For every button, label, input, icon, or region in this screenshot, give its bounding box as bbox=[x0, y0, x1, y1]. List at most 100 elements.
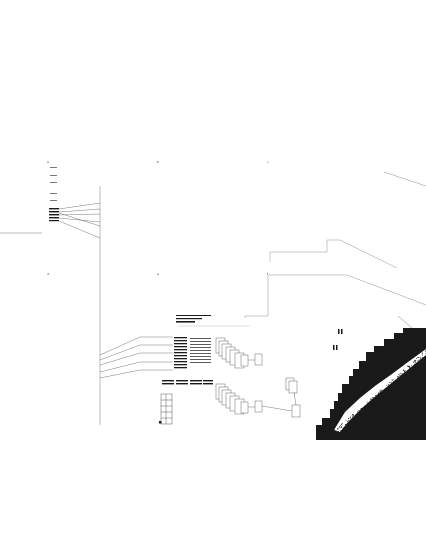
speckle bbox=[346, 426, 348, 427]
speckle bbox=[348, 417, 349, 419]
speckle bbox=[401, 373, 403, 374]
speckle bbox=[341, 424, 343, 426]
panel-marker-a: a bbox=[47, 160, 49, 164]
speckle bbox=[356, 413, 358, 415]
speckle bbox=[399, 374, 401, 376]
speckle bbox=[355, 414, 357, 415]
card-stack-upper bbox=[215, 337, 263, 369]
speckle bbox=[358, 410, 360, 411]
speckle bbox=[377, 398, 378, 400]
speckle bbox=[379, 396, 381, 398]
speckle bbox=[392, 379, 393, 381]
speckle bbox=[413, 365, 415, 366]
speckle bbox=[390, 381, 392, 383]
speckle bbox=[420, 357, 422, 358]
speckle bbox=[414, 359, 416, 361]
speckle bbox=[403, 373, 405, 374]
speckle bbox=[420, 358, 422, 360]
speckle bbox=[338, 431, 340, 433]
speckle bbox=[388, 384, 389, 385]
speckle bbox=[390, 384, 392, 386]
speckle bbox=[368, 402, 369, 404]
speckle bbox=[341, 427, 342, 428]
speckle bbox=[346, 424, 347, 426]
speckle bbox=[378, 392, 379, 394]
speckle bbox=[404, 373, 405, 374]
speckle bbox=[364, 407, 366, 409]
speckle bbox=[409, 367, 410, 369]
speckle bbox=[421, 353, 423, 354]
speckle bbox=[370, 398, 372, 399]
speckle bbox=[392, 385, 393, 387]
speckle bbox=[349, 417, 351, 419]
speckle bbox=[397, 377, 399, 379]
speckle bbox=[351, 415, 353, 417]
panel-marker-e: e bbox=[157, 272, 159, 276]
speckle bbox=[355, 418, 357, 420]
speckle bbox=[335, 435, 337, 437]
speckle bbox=[401, 375, 402, 376]
speckle bbox=[380, 391, 381, 393]
speckle bbox=[418, 362, 419, 363]
speckle bbox=[409, 366, 411, 368]
speckle bbox=[384, 389, 385, 390]
speckle bbox=[404, 376, 405, 377]
card-connectors bbox=[248, 359, 297, 412]
speckle bbox=[387, 389, 388, 391]
speckle bbox=[354, 416, 356, 418]
speckle bbox=[416, 363, 418, 365]
speckle bbox=[337, 428, 338, 430]
speckle bbox=[367, 403, 369, 404]
speckle bbox=[409, 370, 411, 372]
speckle bbox=[424, 358, 426, 359]
speckle bbox=[404, 370, 406, 372]
speckle bbox=[415, 360, 416, 362]
speckle bbox=[400, 378, 402, 380]
speckle bbox=[376, 397, 377, 399]
speckle bbox=[350, 416, 351, 418]
speckle bbox=[381, 389, 383, 391]
speckle bbox=[417, 360, 419, 361]
speckle bbox=[391, 386, 393, 387]
speckle bbox=[403, 369, 404, 371]
speckle bbox=[393, 382, 394, 384]
speckle bbox=[418, 361, 420, 363]
speckle bbox=[364, 408, 366, 409]
speckle bbox=[397, 381, 399, 382]
speckle bbox=[392, 384, 394, 385]
speckle bbox=[407, 366, 409, 368]
speckle bbox=[357, 416, 359, 418]
speckle bbox=[418, 360, 420, 362]
speckle bbox=[352, 416, 354, 418]
speckle bbox=[393, 378, 395, 380]
speckle bbox=[370, 399, 372, 401]
speckle bbox=[417, 357, 419, 358]
speckle bbox=[417, 363, 419, 365]
speckle bbox=[389, 388, 391, 390]
speckle bbox=[408, 366, 410, 368]
speckle bbox=[386, 389, 387, 391]
speckle bbox=[395, 383, 396, 385]
speckle bbox=[416, 358, 417, 359]
speckle bbox=[415, 365, 416, 367]
triangular-matrix bbox=[316, 315, 426, 440]
panel-marker-c: c bbox=[267, 160, 269, 164]
speckle bbox=[385, 388, 386, 390]
speckle bbox=[364, 406, 366, 408]
speckle bbox=[403, 370, 404, 371]
speckle bbox=[386, 385, 388, 386]
speckle bbox=[339, 425, 340, 427]
speckle bbox=[348, 425, 349, 426]
speckle bbox=[398, 376, 400, 378]
speckle bbox=[407, 365, 409, 367]
speckle bbox=[420, 360, 422, 362]
speckle bbox=[418, 357, 420, 358]
card-stack-lower bbox=[215, 377, 301, 418]
speckle bbox=[357, 411, 358, 413]
speckle bbox=[398, 373, 399, 375]
speckle bbox=[342, 427, 344, 429]
speckle bbox=[339, 426, 341, 428]
speckle bbox=[389, 382, 390, 384]
speckle bbox=[395, 380, 396, 382]
speckle bbox=[403, 371, 405, 373]
